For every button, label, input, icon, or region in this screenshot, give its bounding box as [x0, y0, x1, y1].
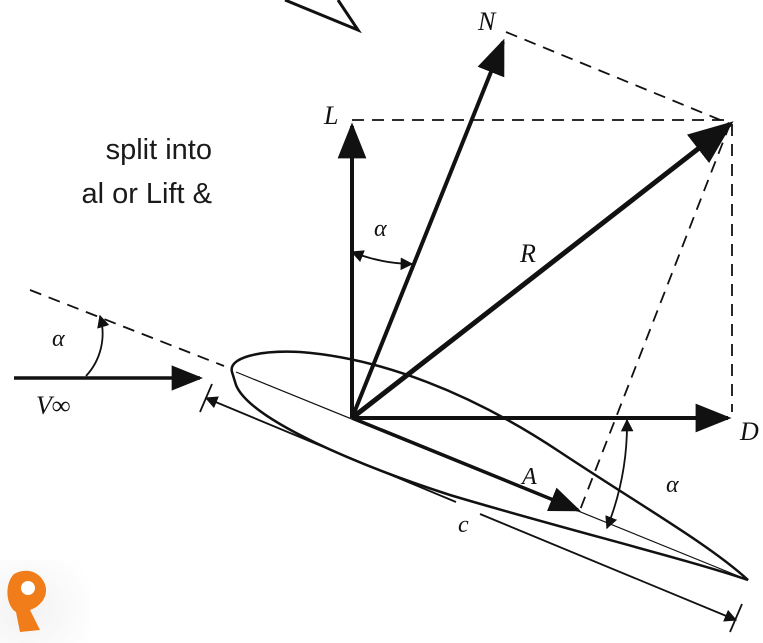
- airfoil: [230, 350, 749, 582]
- text-line-1: split into: [105, 134, 212, 166]
- normal-to-resultant-dashed: [505, 31, 731, 125]
- resultant-arrow: [350, 121, 734, 420]
- alpha-arc-freestream: [85, 314, 110, 377]
- chord-dimension-right: [479, 513, 738, 622]
- label-alpha-lift-normal: α: [374, 216, 387, 242]
- text-line-2: al or Lift &: [81, 178, 212, 210]
- label-lift: L: [323, 101, 338, 130]
- label-alpha-drag-chord: α: [666, 472, 679, 498]
- axial-arrow: [351, 416, 581, 512]
- label-alpha-freestream: α: [52, 326, 65, 352]
- chord-extension-dashed: [29, 289, 225, 367]
- label-chord: c: [458, 512, 469, 538]
- alpha-arc-lift-normal: [350, 250, 414, 271]
- resultant-to-axial-dashed: [579, 123, 731, 511]
- label-freestream: V∞: [36, 391, 70, 420]
- label-drag: D: [739, 417, 759, 446]
- label-axial: A: [520, 464, 537, 490]
- normal-arrow: [350, 38, 505, 419]
- chord-dimension-left: [204, 396, 457, 503]
- slide-body-text: split into al or Lift &: [0, 128, 212, 216]
- cropped-shape: [284, 0, 362, 34]
- label-resultant: R: [519, 239, 536, 268]
- orange-logo-icon: [0, 560, 90, 643]
- label-normal: N: [477, 7, 497, 36]
- alpha-arc-drag-chord: [605, 418, 634, 530]
